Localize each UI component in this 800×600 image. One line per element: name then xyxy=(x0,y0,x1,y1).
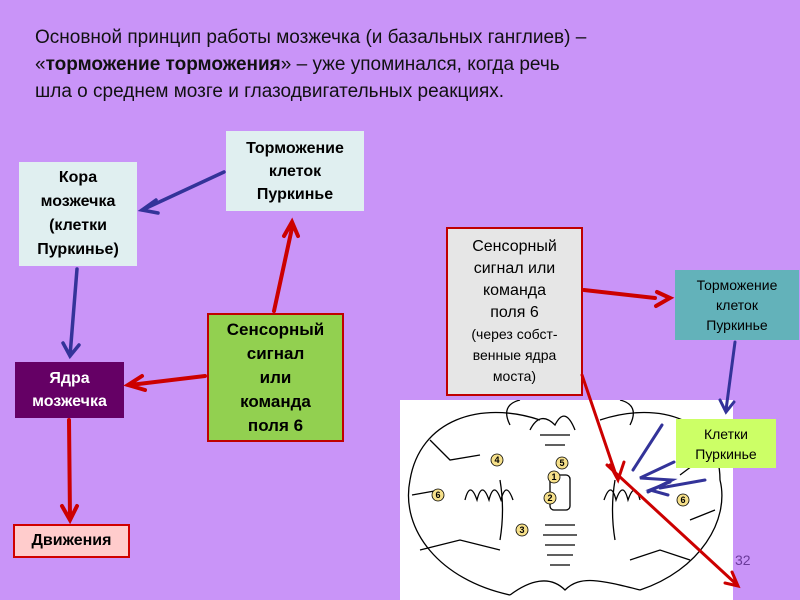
title-line-2-rest: » – уже упоминался, когда речь xyxy=(280,54,560,75)
arrow-inhibition-to-cortex xyxy=(137,170,226,215)
quote: « xyxy=(35,54,46,75)
text-line: поля 6 xyxy=(247,415,304,435)
text-line: Сенсорный xyxy=(226,319,325,339)
text-line: Торможение xyxy=(246,139,344,157)
brain-label-3: 3 xyxy=(519,525,524,535)
arrow-cortex-to-nuclei xyxy=(61,267,81,360)
text-line: сигнал или xyxy=(473,260,556,277)
text-line: Пуркинье xyxy=(256,185,334,203)
text-line: Движения xyxy=(31,532,112,549)
text-line: Торможение xyxy=(696,277,778,293)
arrow-signal-to-inhibition xyxy=(272,217,300,313)
title-line-1: Основной принцип работы мозжечка (и база… xyxy=(35,27,587,48)
arrow-purkinje-3 xyxy=(645,478,707,497)
brain-label-6-right: 6 xyxy=(680,495,685,505)
text-line: мозжечка xyxy=(40,193,116,210)
title-emphasis: торможение торможения xyxy=(45,54,281,75)
brain-label-5: 5 xyxy=(559,458,564,468)
text-line: команда xyxy=(240,391,311,411)
arrow-gray-to-teal xyxy=(582,288,675,308)
text-line: Сенсорный xyxy=(472,238,557,255)
arrow-teal-to-purkinje xyxy=(718,340,737,415)
arrow-diagonal xyxy=(605,463,741,589)
text-line: моста) xyxy=(492,368,537,384)
text-line: команда xyxy=(482,282,547,299)
text-line: Кора xyxy=(58,169,98,186)
text-line: поля 6 xyxy=(490,304,539,321)
text-line: Пуркинье) xyxy=(37,241,119,258)
text-line: сигнал xyxy=(246,343,305,363)
brain-label-6-left: 6 xyxy=(435,490,440,500)
text-line: Пуркинье xyxy=(706,317,768,333)
text-line: мозжечка xyxy=(32,393,107,410)
title-line-3: шла о среднем мозге и глазодвигательных … xyxy=(35,81,505,102)
text-line: клеток xyxy=(716,297,758,313)
brain-label-4: 4 xyxy=(494,455,499,465)
title-line-2: «торможение торможения» – уже упоминался… xyxy=(35,51,725,78)
cerebellar-cortex-box: Кора мозжечка (клетки Пуркинье) xyxy=(19,162,137,266)
brain-label-1: 1 xyxy=(551,472,556,482)
text-line: (клетки xyxy=(49,217,107,234)
purkinje-inhibition-box: Торможение клеток Пуркинье xyxy=(226,131,364,211)
text-line: Клетки xyxy=(703,425,748,442)
slide-title: Основной принцип работы мозжечка (и база… xyxy=(35,24,725,105)
text-line: или xyxy=(259,367,292,387)
purkinje-inhibition-box-right: Торможение клеток Пуркинье xyxy=(675,270,799,340)
sensory-signal-pons-box: Сенсорный сигнал или команда поля 6 (чер… xyxy=(446,227,583,396)
movements-box: Движения xyxy=(13,524,130,558)
arrow-signal-to-nuclei xyxy=(123,374,207,392)
sensory-signal-box: Сенсорный сигнал или команда поля 6 xyxy=(207,313,344,442)
purkinje-cells-box: Клетки Пуркинье xyxy=(676,419,776,468)
text-line: Ядра xyxy=(49,370,90,387)
arrow-nuclei-to-movements xyxy=(60,418,79,525)
text-line: клеток xyxy=(268,162,322,180)
arrow-purkinje-1 xyxy=(631,423,664,472)
text-line: (через собст- xyxy=(471,326,558,342)
page-number: 32 xyxy=(735,552,751,568)
text-line: Пуркинье xyxy=(695,445,757,462)
cerebellar-nuclei-box: Ядра мозжечка xyxy=(15,362,124,418)
label-marker xyxy=(555,456,569,470)
arrow-gray-to-brain xyxy=(580,373,626,484)
brain-label-2: 2 xyxy=(547,493,552,503)
text-line: венные ядра xyxy=(472,347,557,363)
